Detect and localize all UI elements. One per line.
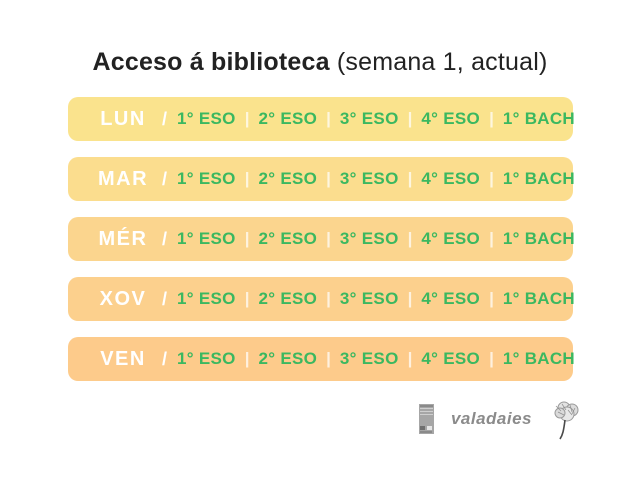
slot-separator: | [326, 289, 331, 308]
slot-separator: | [489, 109, 494, 128]
slot-list: 1° ESO | 2° ESO | 3° ESO | 4° ESO | 1° B… [177, 169, 575, 189]
day-label: VEN [100, 347, 146, 370]
slot-1eso: 1° ESO [177, 109, 236, 128]
slot-2eso: 2° ESO [258, 229, 318, 248]
day-separator: / [162, 108, 168, 129]
weekly-schedule: LUN / 1° ESO | 2° ESO | 3° ESO | 4° ESO … [68, 97, 575, 397]
slot-separator: | [244, 229, 250, 248]
slot-separator: | [407, 169, 413, 188]
slot-1bach: 1° BACH [502, 109, 576, 128]
schedule-row-mar: MAR / 1° ESO | 2° ESO | 3° ESO | 4° ESO … [68, 157, 575, 201]
slot-1bach: 1° BACH [502, 169, 576, 188]
tree-icon [548, 398, 584, 440]
slot-separator: | [489, 289, 494, 308]
slot-3eso: 3° ESO [339, 109, 399, 128]
page-title-main: Acceso á biblioteca [92, 48, 330, 76]
slot-list: 1° ESO | 2° ESO | 3° ESO | 4° ESO | 1° B… [177, 349, 575, 369]
slot-list: 1° ESO | 2° ESO | 3° ESO | 4° ESO | 1° B… [177, 109, 575, 129]
slot-4eso: 4° ESO [421, 349, 481, 368]
slot-separator: | [326, 169, 331, 188]
slot-3eso: 3° ESO [339, 349, 399, 368]
brand-name: valadaies [450, 409, 532, 428]
slot-list: 1° ESO | 2° ESO | 3° ESO | 4° ESO | 1° B… [177, 229, 575, 249]
slot-1eso: 1° ESO [177, 229, 236, 248]
slot-1bach: 1° BACH [502, 289, 576, 308]
slot-separator: | [244, 349, 250, 368]
slot-separator: | [489, 229, 494, 248]
slot-separator: | [407, 289, 413, 308]
slot-1eso: 1° ESO [177, 289, 236, 308]
schedule-row-mer: MÉR / 1° ESO | 2° ESO | 3° ESO | 4° ESO … [68, 217, 575, 261]
slot-1eso: 1° ESO [177, 349, 236, 368]
slot-separator: | [326, 109, 331, 128]
slot-2eso: 2° ESO [258, 349, 318, 368]
slot-separator: | [407, 109, 413, 128]
slot-separator: | [489, 349, 494, 368]
day-label: MAR [97, 167, 149, 190]
day-separator: / [162, 288, 168, 309]
slot-separator: | [326, 349, 331, 368]
slot-4eso: 4° ESO [421, 229, 481, 248]
slot-list: 1° ESO | 2° ESO | 3° ESO | 4° ESO | 1° B… [177, 289, 575, 309]
day-label: MÉR [98, 227, 148, 250]
slot-2eso: 2° ESO [258, 109, 318, 128]
slot-separator: | [244, 169, 250, 188]
schedule-row-lun: LUN / 1° ESO | 2° ESO | 3° ESO | 4° ESO … [68, 97, 575, 141]
slot-2eso: 2° ESO [258, 289, 318, 308]
page-title: Acceso á biblioteca (semana 1, actual) [0, 48, 640, 77]
slot-1eso: 1° ESO [177, 169, 236, 188]
footer-brand: valadaies [418, 398, 584, 440]
slot-1bach: 1° BACH [502, 349, 576, 368]
slot-separator: | [244, 289, 250, 308]
slot-3eso: 3° ESO [339, 169, 399, 188]
slot-separator: | [326, 229, 331, 248]
slot-2eso: 2° ESO [258, 169, 318, 188]
schedule-row-xov: XOV / 1° ESO | 2° ESO | 3° ESO | 4° ESO … [68, 277, 575, 321]
day-separator: / [162, 348, 168, 369]
page-title-sub: (semana 1, actual) [329, 48, 548, 76]
schedule-row-ven: VEN / 1° ESO | 2° ESO | 3° ESO | 4° ESO … [68, 337, 575, 381]
slot-separator: | [244, 109, 250, 128]
day-label: XOV [99, 287, 147, 310]
slot-3eso: 3° ESO [339, 229, 399, 248]
slot-1bach: 1° BACH [502, 229, 576, 248]
slot-separator: | [407, 349, 413, 368]
library-building-icon [418, 403, 435, 435]
day-label: LUN [100, 107, 146, 130]
day-separator: / [162, 168, 168, 189]
slot-3eso: 3° ESO [339, 289, 399, 308]
slot-4eso: 4° ESO [421, 169, 481, 188]
slot-4eso: 4° ESO [421, 109, 481, 128]
slot-separator: | [489, 169, 494, 188]
slot-4eso: 4° ESO [421, 289, 481, 308]
day-separator: / [162, 228, 168, 249]
slot-separator: | [407, 229, 413, 248]
